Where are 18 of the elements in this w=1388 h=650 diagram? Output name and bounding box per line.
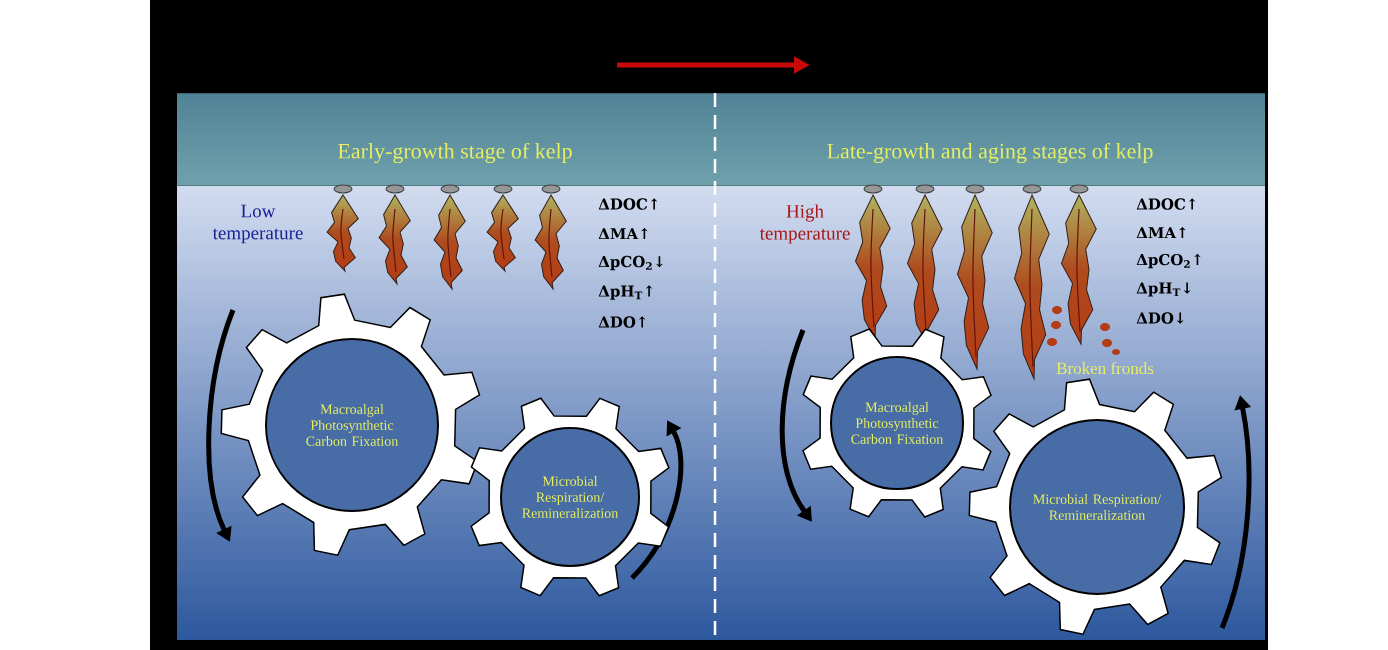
change-indicator: ΔDOC↑ xyxy=(1136,198,1196,210)
gear: Macroalgal Photosynthetic Carbon Fixation xyxy=(220,293,481,557)
change-indicator: ΔMA↑ xyxy=(1136,226,1186,239)
change-indicator: ΔpCO$_{2}$↑ xyxy=(1136,253,1201,269)
gear: Microbial Respiration/ Remineralization xyxy=(470,397,670,597)
change-indicator: ΔDO↓ xyxy=(1136,312,1184,324)
change-indicator: ΔMA↑ xyxy=(598,227,648,240)
change-indicator: ΔpH$_{T}$↓ xyxy=(1136,282,1191,297)
temperature-label: High temperature xyxy=(759,204,850,244)
change-indicator: ΔpCO$_{2}$↓ xyxy=(598,255,663,271)
gear: Macroalgal Photosynthetic Carbon Fixation xyxy=(802,328,992,518)
heading: Early-growth stage of kelp xyxy=(338,142,572,164)
gear: Microbial Respiration/ Remineralization xyxy=(968,378,1223,636)
change-indicator: ΔDO↑ xyxy=(598,316,646,328)
change-indicator: ΔDOC↑ xyxy=(598,198,658,210)
change-indicator: ΔpH$_{T}$↑ xyxy=(598,285,653,300)
heading: Late-growth and aging stages of kelp xyxy=(827,142,1153,164)
temperature-label: Low temperature xyxy=(212,204,303,244)
